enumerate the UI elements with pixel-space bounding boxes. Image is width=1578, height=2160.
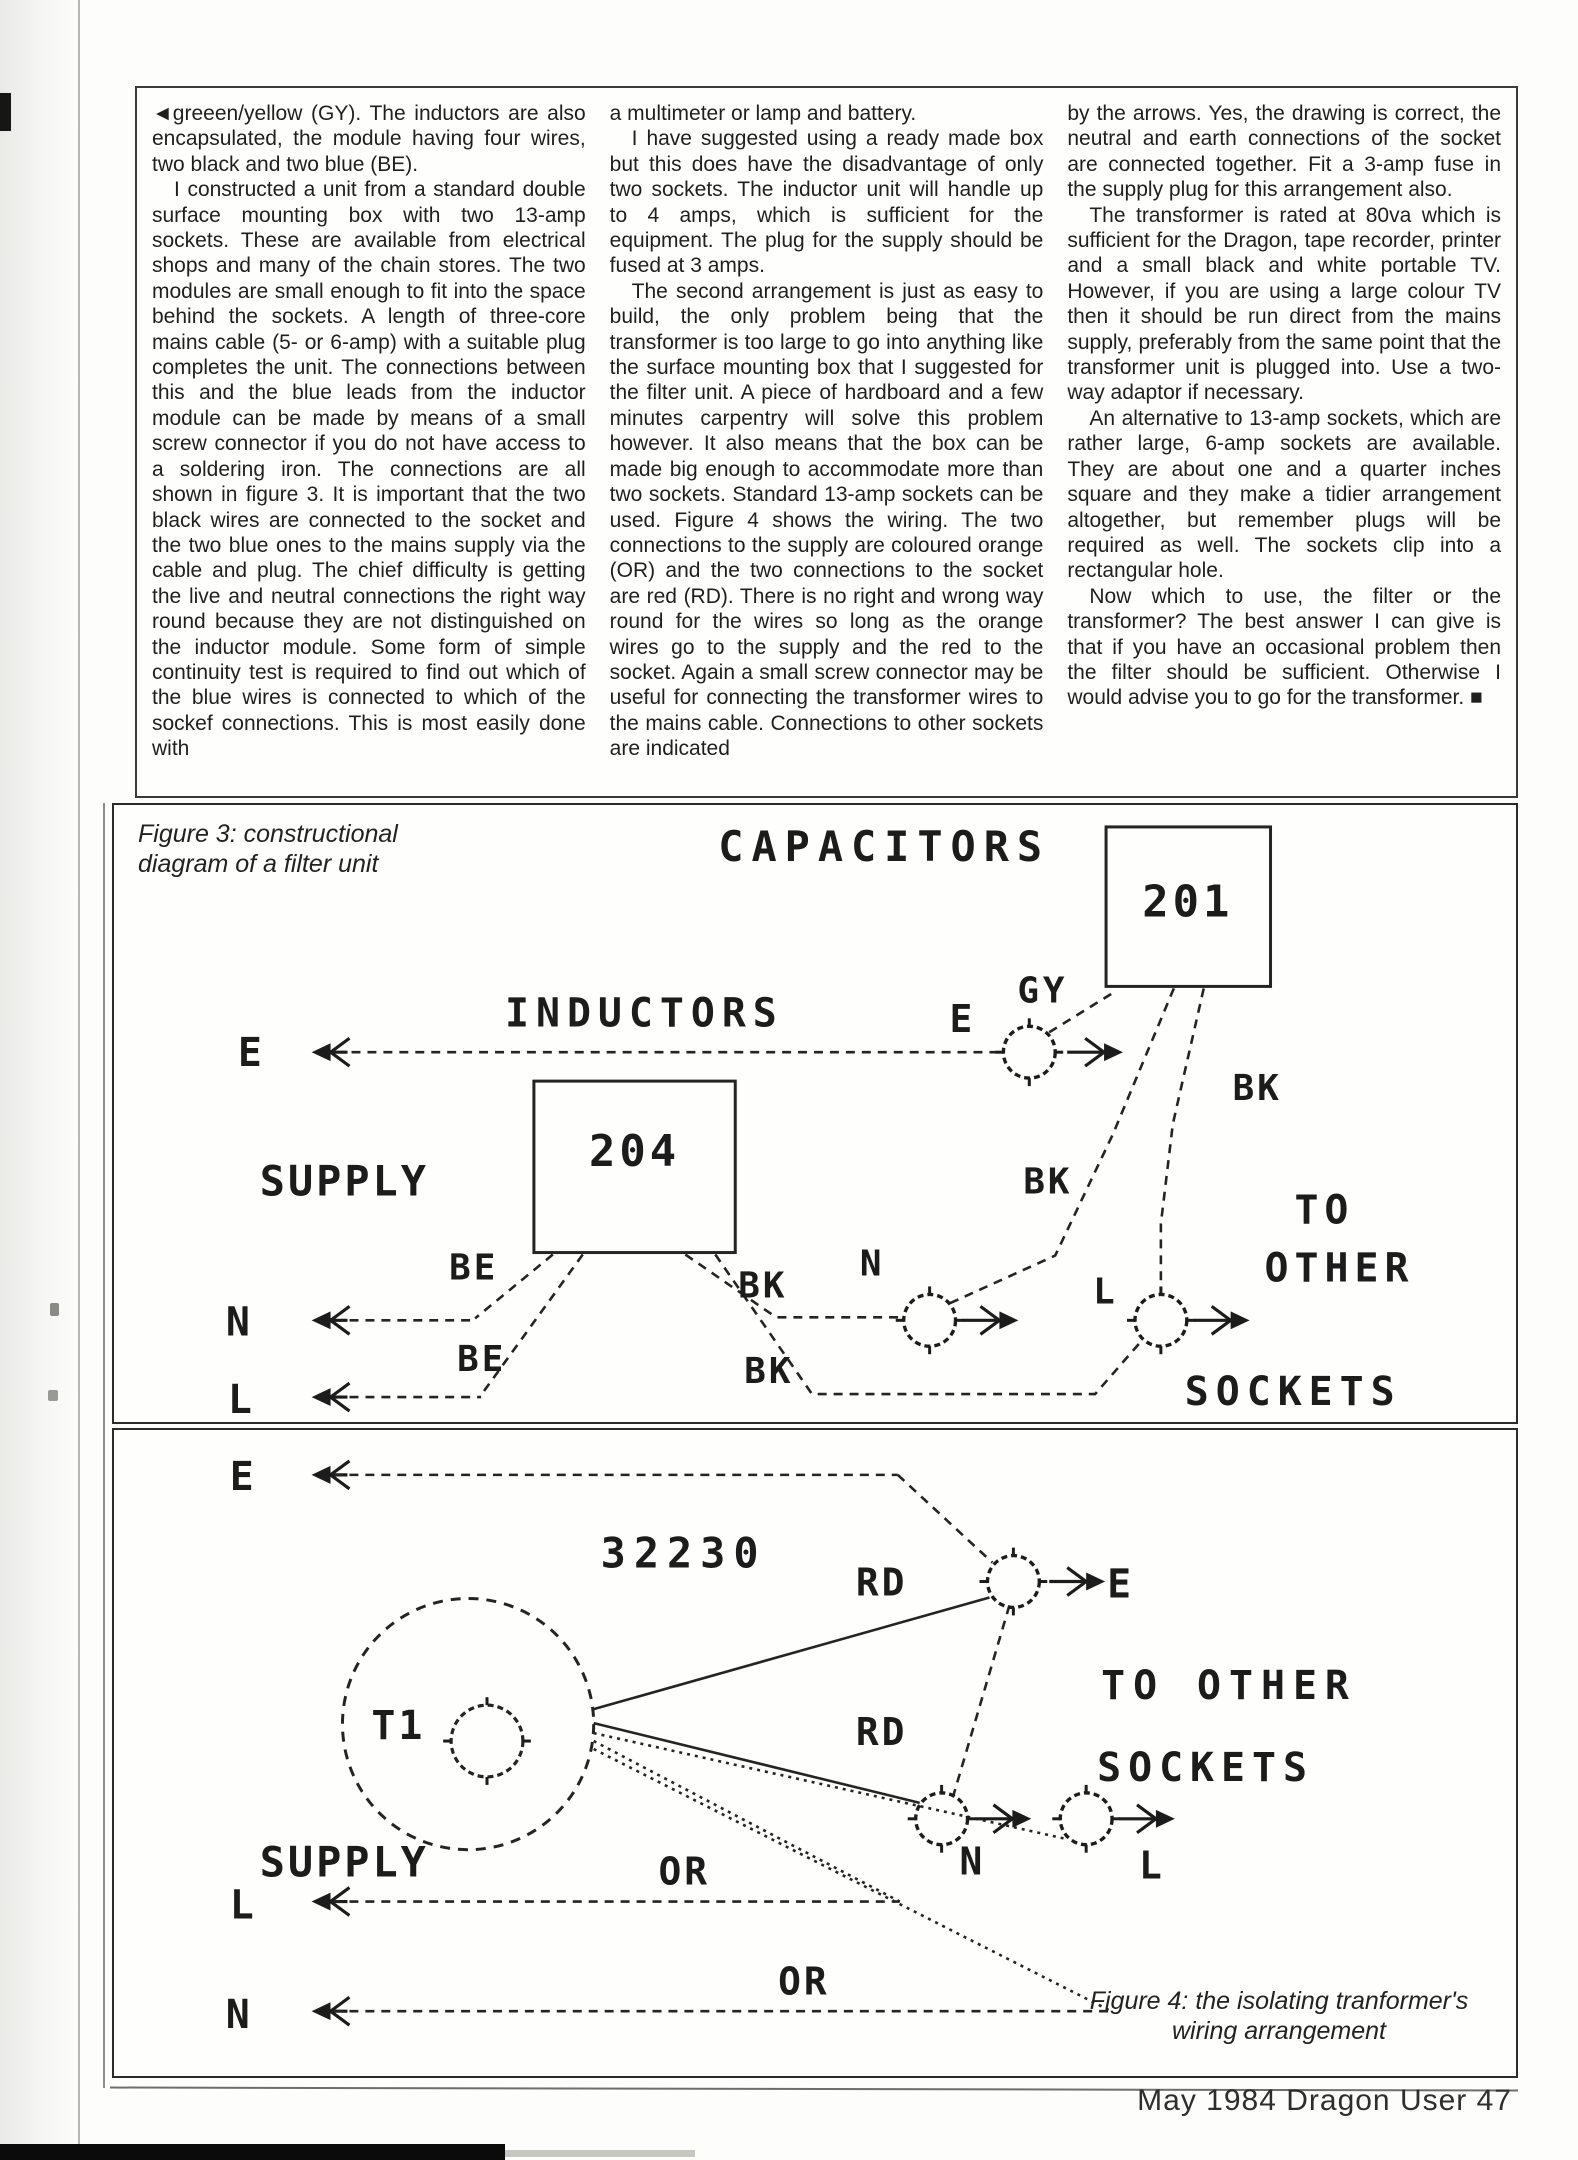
label-inductors: INDUCTORS: [505, 990, 784, 1036]
label-to: TO: [1294, 1188, 1354, 1234]
supply-arrow-e: [309, 1459, 352, 1491]
scan-edge-shading: [0, 0, 82, 2160]
page-footer: May 1984 Dragon User 47: [1137, 2084, 1512, 2117]
label-supply: SUPPLY: [260, 1157, 429, 1206]
figure3-caption-line1: Figure 3: constructional: [138, 820, 398, 848]
article-column-2: a multimeter or lamp and battery. I have…: [610, 101, 1044, 783]
label-bk-right: BK: [1233, 1068, 1282, 1109]
figure3-caption-line2: diagram of a filter unit: [138, 850, 379, 878]
label-gy: GY: [1017, 970, 1068, 1011]
supply-arrow-e: [310, 1036, 352, 1068]
page-edge-line: [78, 0, 80, 2160]
label-l-supply: L: [228, 1377, 252, 1422]
label-32230: 32230: [601, 1529, 767, 1578]
scan-mark: [0, 93, 11, 131]
label-bk-upper: BK: [738, 1265, 787, 1306]
bk-wire-lower: [714, 1253, 1144, 1396]
scan-black-bar-fade: [505, 2150, 695, 2157]
connector-circle-n: [894, 1284, 966, 1356]
label-supply: SUPPLY: [260, 1838, 429, 1887]
scan-double-border-left: [103, 803, 105, 2088]
label-201: 201: [1142, 877, 1233, 928]
label-n-supply: N: [226, 1992, 250, 2038]
supply-arrow-n: [309, 1995, 352, 2027]
paragraph: ◄greeen/yellow (GY). The inductors are a…: [152, 102, 586, 176]
capacitor-module-box-201: [1104, 825, 1273, 988]
label-sockets: SOCKETS: [1097, 1745, 1314, 1791]
label-be-top: BE: [449, 1247, 498, 1288]
supply-arrow-n: [310, 1304, 352, 1336]
inductor-module-box-204: [532, 1079, 737, 1255]
bk-wire-to-n: [949, 987, 1176, 1305]
label-rd-bottom: RD: [856, 1710, 908, 1754]
socket-arrow-e: [1065, 1036, 1125, 1068]
label-sockets: SOCKETS: [1185, 1369, 1402, 1415]
label-bk-mid: BK: [1023, 1162, 1072, 1203]
socket-arrow-l: [1192, 1304, 1252, 1336]
scan-mark: [50, 1303, 59, 1316]
article-column-1: ◄greeen/yellow (GY). The inductors are a…: [152, 101, 586, 783]
connector-circle-e: [977, 1545, 1049, 1618]
supply-arrow-l: [310, 1381, 352, 1413]
link-wire-e-n: [952, 1605, 1011, 1796]
label-other: OTHER: [1265, 1245, 1415, 1291]
earth-wire-diagonal: [896, 1473, 994, 1564]
label-rd-top: RD: [856, 1560, 908, 1604]
paragraph: a multimeter or lamp and battery.: [609, 102, 917, 125]
label-l-supply: L: [230, 1882, 254, 1928]
label-e-socket: E: [1107, 1561, 1131, 1607]
socket-arrow-e: [1047, 1565, 1107, 1598]
figure4-caption: Figure 4: the isolating tranformer's wir…: [1044, 1986, 1514, 2046]
be-wire-bottom: [480, 1253, 584, 1396]
rd-wire-to-n: [593, 1721, 920, 1805]
or-wire-to-n: [593, 1747, 1112, 2013]
paragraph: I have suggested using a ready made box …: [609, 127, 1044, 278]
bk-wire-to-l: [1159, 988, 1206, 1293]
figure4-diagram: E 32230 T1 RD RD E: [226, 1454, 1357, 2038]
figure3-diagram: CAPACITORS 201 GY E INDUCTORS E BK BK 20…: [226, 822, 1415, 1422]
paragraph: Now which to use, the filter or the tran…: [1067, 584, 1502, 710]
paragraph: An alternative to 13-amp sockets, which …: [1067, 406, 1502, 583]
figure3-caption: Figure 3: constructional diagram of a fi…: [138, 819, 398, 879]
supply-arrow-l: [309, 1885, 352, 1918]
gy-wire: [1048, 989, 1118, 1034]
label-n-socket: N: [860, 1243, 882, 1284]
label-204: 204: [589, 1126, 680, 1177]
paragraph: I constructed a unit from a standard dou…: [152, 178, 586, 761]
figure4-caption-line2: wiring arrangement: [1172, 2017, 1386, 2045]
figure3-box: Figure 3: constructional diagram of a fi…: [112, 803, 1518, 1424]
paragraph: The transformer is rated at 80va which i…: [1067, 203, 1502, 405]
transformer-core-circle: [449, 1703, 525, 1779]
rd-wire-to-e: [593, 1596, 990, 1711]
label-capacitors: CAPACITORS: [718, 822, 1050, 871]
paragraph: by the arrows. Yes, the drawing is corre…: [1067, 102, 1502, 202]
be-wire-top: [474, 1253, 554, 1320]
label-l-socket: L: [1093, 1271, 1115, 1312]
label-l-socket: L: [1139, 1844, 1162, 1888]
label-e-supply: E: [230, 1454, 254, 1500]
label-n-supply: N: [226, 1299, 250, 1345]
label-or-top: OR: [658, 1850, 710, 1894]
connector-circle-l: [1050, 1783, 1122, 1855]
bk-wire-upper: [684, 1253, 902, 1319]
figure4-box: Figure 4: the isolating tranformer's wir…: [112, 1428, 1518, 2078]
figure4-caption-line1: Figure 4: the isolating tranformer's: [1089, 1987, 1469, 2015]
label-or-bottom: OR: [778, 1959, 830, 2003]
label-to-other: TO OTHER: [1101, 1663, 1357, 1709]
scan-black-bar: [0, 2144, 505, 2160]
socket-arrow-n: [960, 1304, 1020, 1336]
article-column-3: by the arrows. Yes, the drawing is corre…: [1067, 101, 1501, 783]
article-text-box: ◄greeen/yellow (GY). The inductors are a…: [135, 86, 1518, 798]
label-bk-lower: BK: [744, 1351, 793, 1392]
label-e-supply: E: [238, 1030, 262, 1076]
label-be-bottom: BE: [457, 1339, 506, 1380]
or-wire-to-l: [593, 1739, 901, 1903]
wire-to-l-socket: [593, 1731, 1066, 1840]
label-e-socket: E: [950, 997, 973, 1041]
paragraph: The second arrangement is just as easy t…: [609, 279, 1044, 761]
socket-arrow-l: [1117, 1803, 1177, 1835]
scan-mark: [48, 1390, 58, 1401]
label-n-socket: N: [960, 1840, 983, 1884]
label-t1: T1: [371, 1703, 425, 1749]
